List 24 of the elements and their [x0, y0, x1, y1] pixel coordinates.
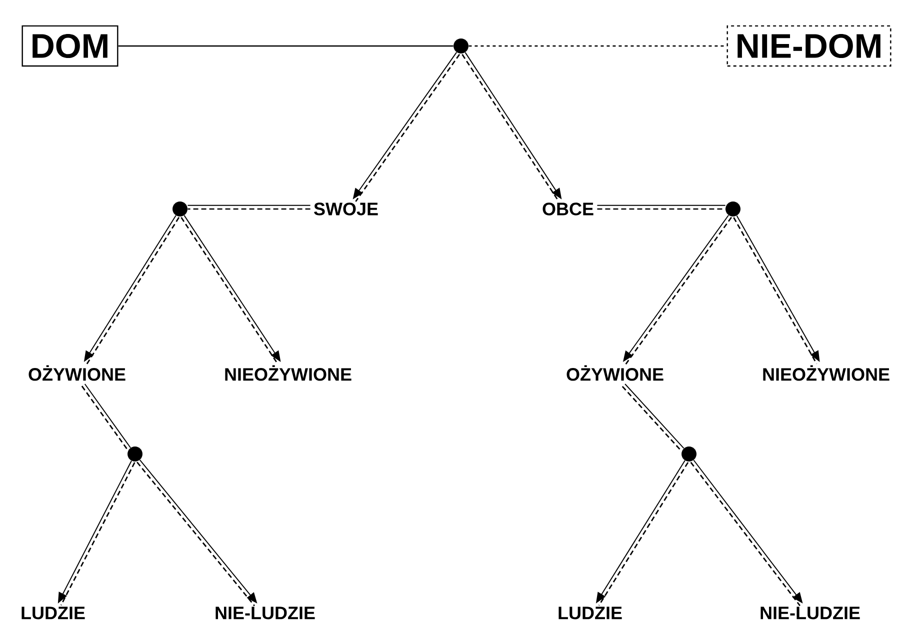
category-label: NIE-LUDZIE: [216, 606, 315, 620]
category-label: OŻYWIONE: [566, 365, 664, 381]
category-label: LUDZIE: [22, 606, 85, 620]
category-label: LUDZIE: [558, 606, 622, 620]
junction-dot: [454, 38, 468, 54]
junction-dot: [128, 446, 142, 462]
arrow: [180, 214, 281, 364]
category-label: NIEOŻYWIONE: [225, 365, 352, 381]
label-box: DOM: [22, 25, 118, 67]
category-label: OBCE: [542, 202, 594, 216]
junction-dot: [726, 202, 740, 216]
arrow: [733, 215, 820, 364]
label-box: NIE-DOM: [726, 25, 892, 67]
junction-dot: [682, 446, 696, 462]
category-label: SWOJE: [314, 202, 378, 216]
connector-line: [187, 204, 311, 210]
category-label: OŻYWIONE: [28, 365, 126, 381]
category-label: NIEOŻYWIONE: [763, 365, 890, 381]
connector-line: [622, 384, 684, 452]
junction-dot: [172, 202, 188, 216]
connector-line: [81, 384, 132, 450]
connector-line: [596, 204, 726, 210]
connector-line: [118, 45, 454, 47]
category-label: NIE-LUDZIE: [760, 606, 860, 620]
